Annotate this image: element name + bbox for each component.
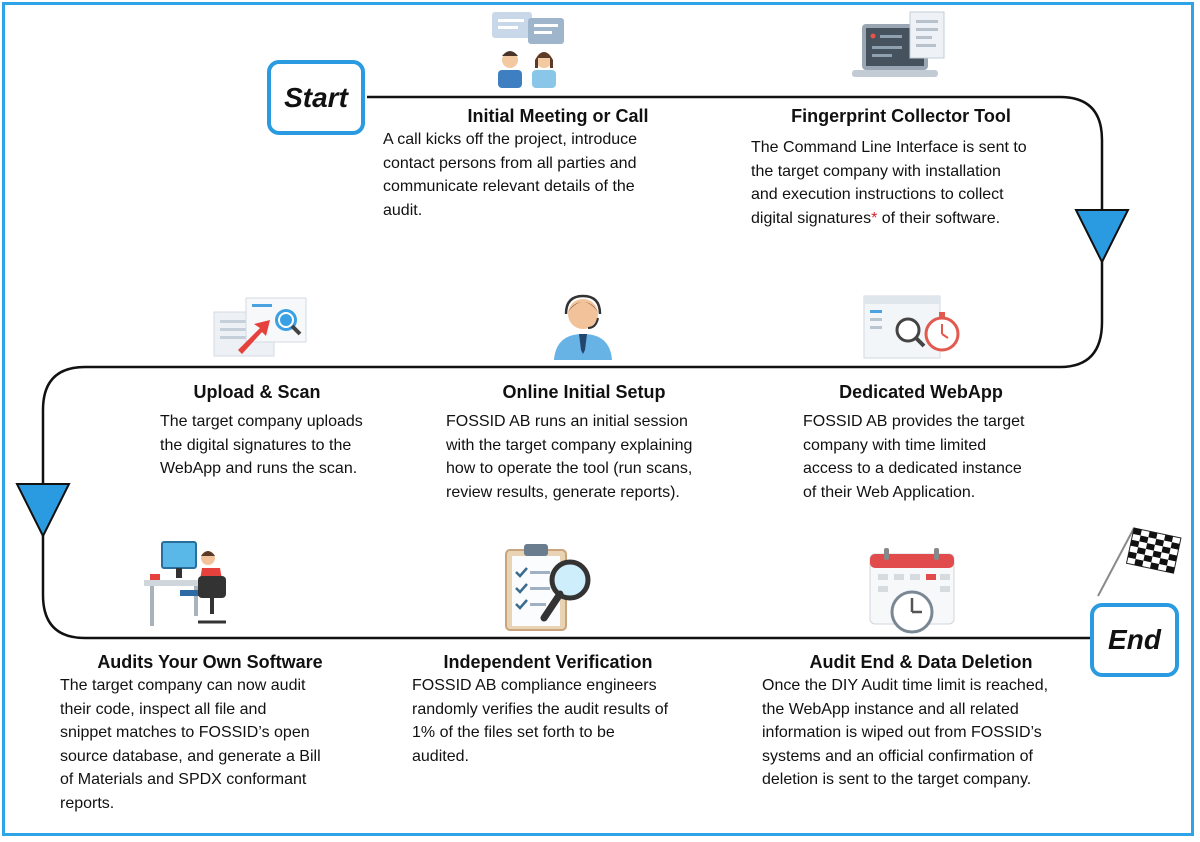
step-title: Audits Your Own Software (97, 652, 323, 672)
step-description: A call kicks off the project, introduce … (383, 131, 638, 219)
step-description: FOSSID AB compliance engineers randomly … (412, 677, 669, 765)
footnote-asterisk: * (871, 209, 878, 227)
step-description: Once the DIY Audit time limit is reached… (762, 677, 1049, 788)
step-description: The Command Line Interface is sent to th… (751, 139, 1027, 227)
step-title: Dedicated WebApp (839, 382, 1003, 402)
step-title: Upload & Scan (193, 382, 321, 402)
webapp-stopwatch-icon (863, 295, 960, 359)
start-terminal: Start (267, 60, 365, 135)
step-description: The target company can now audit their c… (60, 677, 321, 812)
step-dedicated-webapp: Dedicated WebApp FOSSID AB provides the … (803, 382, 1083, 504)
step-audit-end: Audit End & Data Deletion Once the DIY A… (762, 652, 1102, 792)
clipboard-magnifier-icon (505, 544, 591, 631)
calendar-clock-icon (869, 548, 955, 634)
step-description: FOSSID AB runs an initial session with t… (446, 413, 693, 501)
step-title: Fingerprint Collector Tool (791, 106, 1011, 126)
meeting-icon (492, 12, 564, 88)
end-label: End (1108, 624, 1161, 655)
end-terminal: End (1090, 603, 1179, 677)
step-initial-meeting: Initial Meeting or Call A call kicks off… (383, 106, 703, 222)
flow-arrow-left (15, 483, 71, 539)
step-upload-scan: Upload & Scan The target company uploads… (160, 382, 420, 481)
step-description: The target company uploads the digital s… (160, 413, 363, 477)
step-title: Independent Verification (443, 652, 653, 672)
step-title: Initial Meeting or Call (467, 106, 649, 126)
laptop-document-icon (852, 11, 945, 77)
checkered-flag-icon (1097, 527, 1182, 597)
support-agent-icon (554, 294, 612, 360)
step-audits-own-software: Audits Your Own Software The target comp… (60, 652, 390, 815)
step-online-setup: Online Initial Setup FOSSID AB runs an i… (446, 382, 746, 504)
developer-desk-icon (144, 541, 226, 626)
step-independent-verification: Independent Verification FOSSID AB compl… (412, 652, 732, 768)
step-fingerprint-collector: Fingerprint Collector Tool The Command L… (751, 106, 1071, 230)
upload-scan-icon (213, 297, 307, 357)
step-title: Audit End & Data Deletion (809, 652, 1033, 672)
step-description: FOSSID AB provides the target company wi… (803, 413, 1025, 501)
step-title: Online Initial Setup (502, 382, 666, 402)
flow-arrow-right (1074, 209, 1130, 265)
start-label: Start (284, 81, 348, 113)
